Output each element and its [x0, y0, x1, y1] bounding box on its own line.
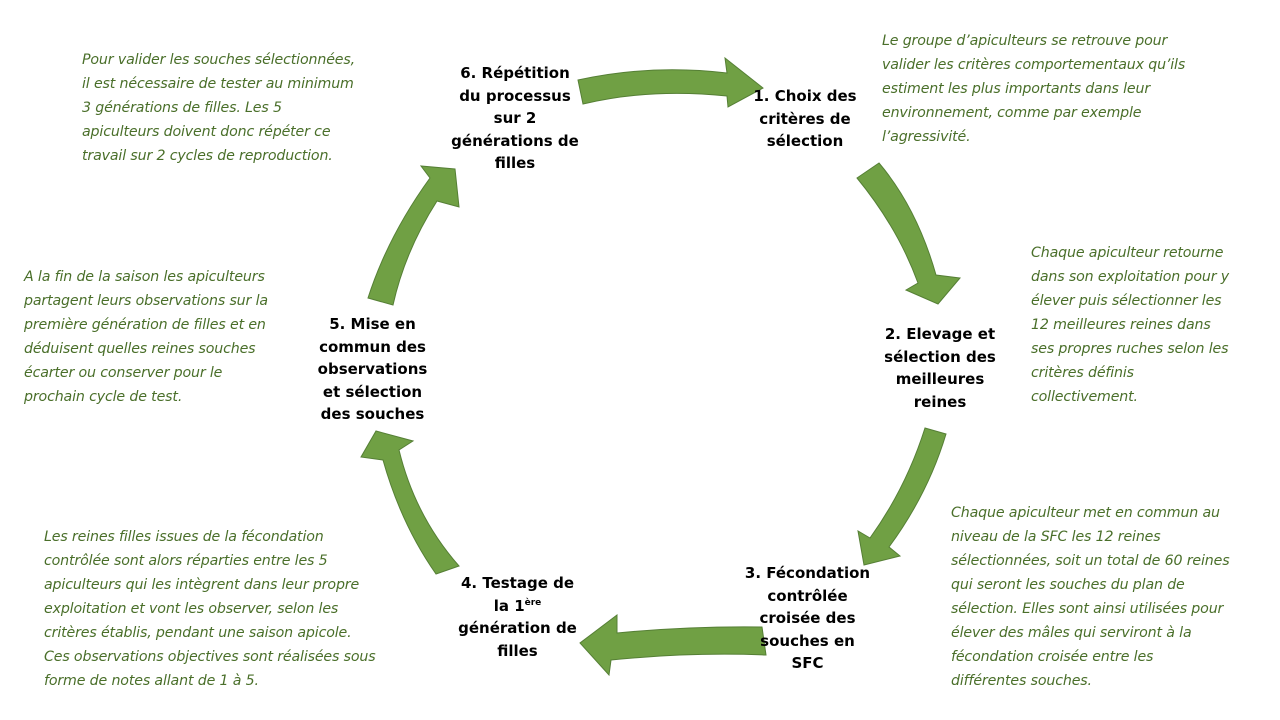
note-step-1: Le groupe d’apiculteurs se retrouve pour… — [882, 33, 1186, 145]
arrow-3-to-4 — [579, 613, 767, 677]
step-4-label-superscript: ère — [524, 597, 542, 608]
step-2-label: 2. Elevage et sélection des meilleures r… — [884, 325, 996, 411]
arrow-6-to-1 — [577, 56, 764, 108]
arrow-2-to-3 — [857, 427, 947, 566]
step-5-label: 5. Mise en commun des observations et sé… — [317, 315, 428, 423]
step-4-label-main: 4. Testage de la 1 — [460, 574, 575, 615]
arrow-1-to-2 — [856, 162, 961, 305]
step-1-label: 1. Choix des critères de sélection — [753, 87, 857, 150]
note-step-4: Les reines filles issues de la fécondati… — [44, 529, 376, 689]
note-step-6: Pour valider les souches sélectionnées, … — [82, 52, 355, 164]
step-6-label: 6. Répétition du processus sur 2 générat… — [451, 64, 579, 172]
arrow-5-to-6 — [367, 165, 460, 306]
arrow-4-to-5 — [360, 430, 460, 575]
step-4-label: 4. Testage de la 1ère génération de fill… — [445, 572, 590, 662]
note-step-5: A la fin de la saison les apiculteurs pa… — [24, 269, 268, 405]
step-3-label: 3. Fécondation contrôlée croisée des sou… — [744, 564, 871, 672]
note-step-3: Chaque apiculteur met en commun au nivea… — [951, 505, 1230, 689]
step-4-label-rest: génération de filles — [458, 619, 577, 660]
note-step-2: Chaque apiculteur retourne dans son expl… — [1031, 245, 1230, 405]
